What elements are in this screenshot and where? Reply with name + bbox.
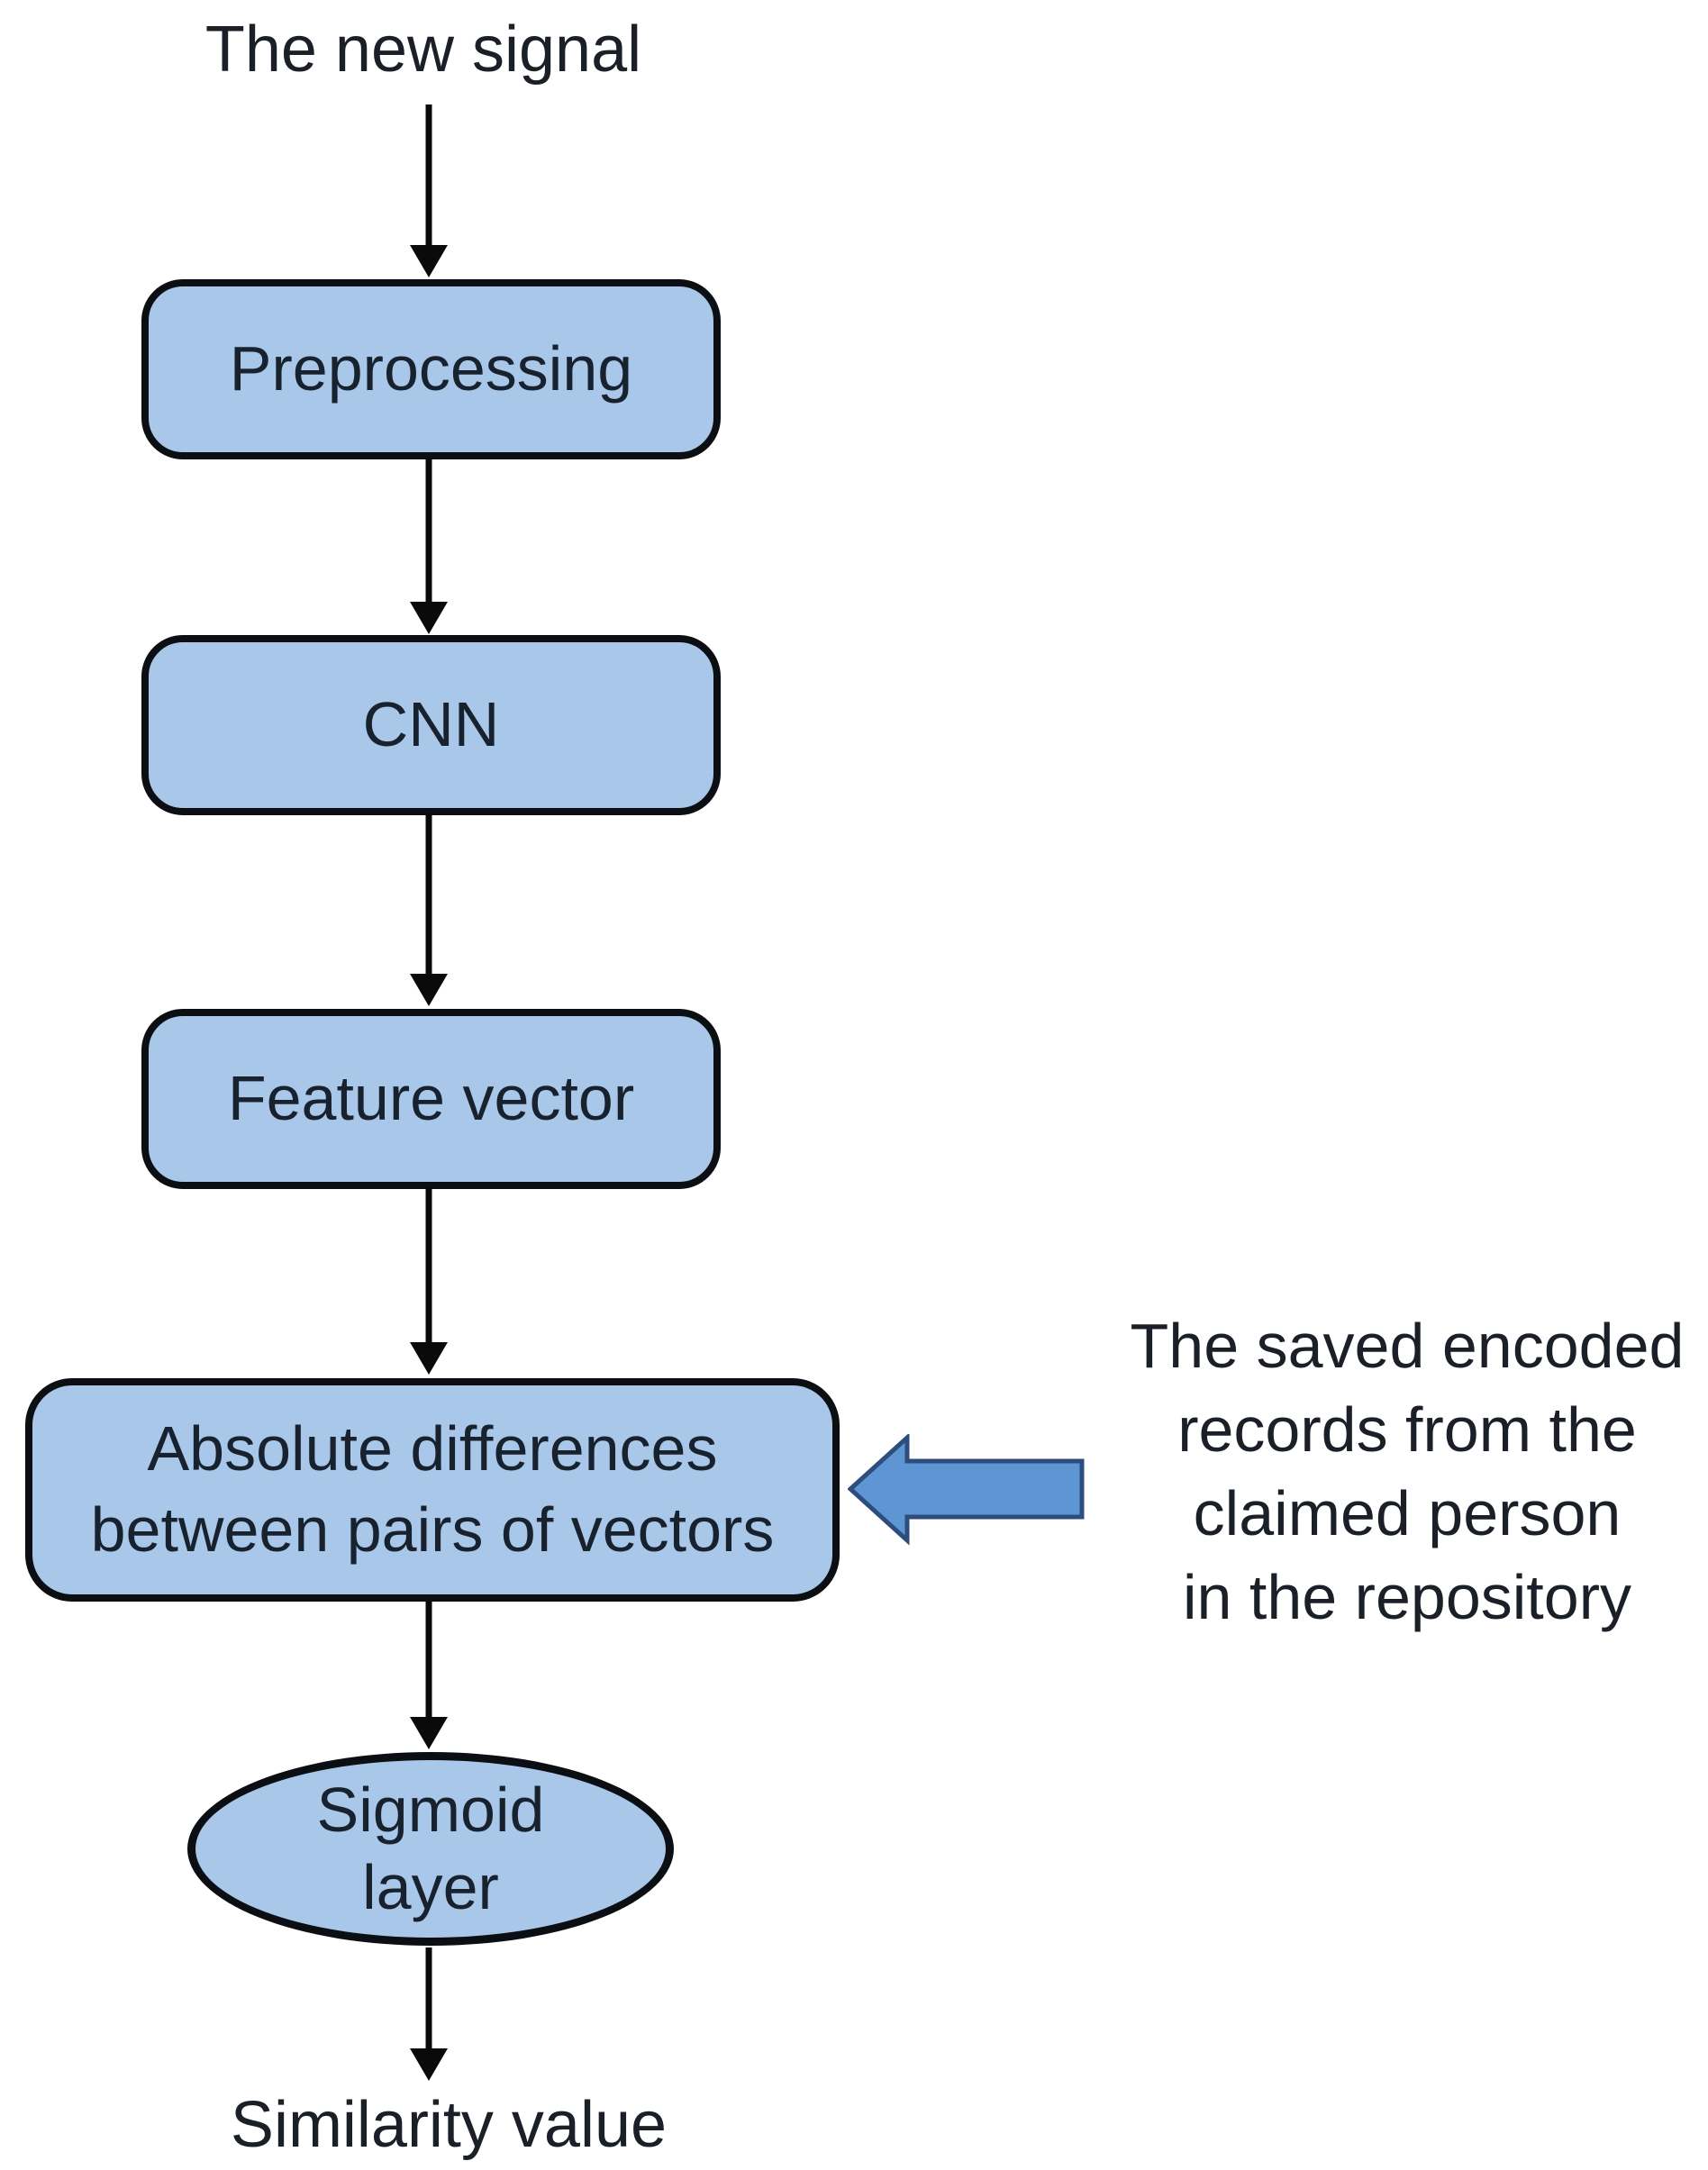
arrow-head-icon <box>410 602 448 634</box>
annotation-line: The saved encoded <box>1130 1311 1685 1381</box>
arrow-head-icon <box>410 974 448 1006</box>
node-absolute-differences: Absolute differences between pairs of ve… <box>25 1378 840 1602</box>
connector-arrow-3 <box>409 813 449 1006</box>
node-label-line2: layer <box>362 1851 499 1922</box>
arrow-head-icon <box>410 1342 448 1375</box>
node-cnn: CNN <box>141 635 721 815</box>
arrow-head-icon <box>410 2048 448 2081</box>
connector-arrow-1 <box>409 104 449 277</box>
connector-arrow-2 <box>409 458 449 634</box>
arrow-line <box>425 458 432 604</box>
node-preprocessing: Preprocessing <box>141 279 721 459</box>
repository-annotation: The saved encoded records from the claim… <box>1106 1304 1708 1639</box>
node-label-line1: Absolute differences <box>147 1413 718 1484</box>
node-label-line1: Sigmoid <box>316 1775 545 1846</box>
arrow-line <box>425 1187 432 1344</box>
arrow-line <box>425 813 432 976</box>
input-label: The new signal <box>204 14 642 86</box>
node-label: CNN <box>362 689 500 760</box>
arrow-line <box>425 1602 432 1719</box>
connector-arrow-4 <box>409 1187 449 1375</box>
connector-arrow-5 <box>409 1602 449 1749</box>
repository-input-block-arrow-icon <box>848 1434 1085 1546</box>
arrow-line <box>425 1948 432 2050</box>
annotation-line: records from the <box>1177 1394 1637 1465</box>
connector-arrow-6 <box>409 1948 449 2081</box>
annotation-line: claimed person <box>1193 1478 1622 1548</box>
arrow-line <box>425 104 432 247</box>
node-label-line2: between pairs of vectors <box>90 1494 775 1565</box>
output-label: Similarity value <box>230 2089 668 2161</box>
node-label: Feature vector <box>227 1063 635 1134</box>
node-sigmoid-layer: Sigmoid layer <box>187 1752 674 1946</box>
arrow-head-icon <box>410 245 448 277</box>
arrow-head-icon <box>410 1717 448 1749</box>
node-label: Preprocessing <box>229 333 633 404</box>
annotation-line: in the repository <box>1182 1562 1632 1632</box>
node-feature-vector: Feature vector <box>141 1009 721 1189</box>
